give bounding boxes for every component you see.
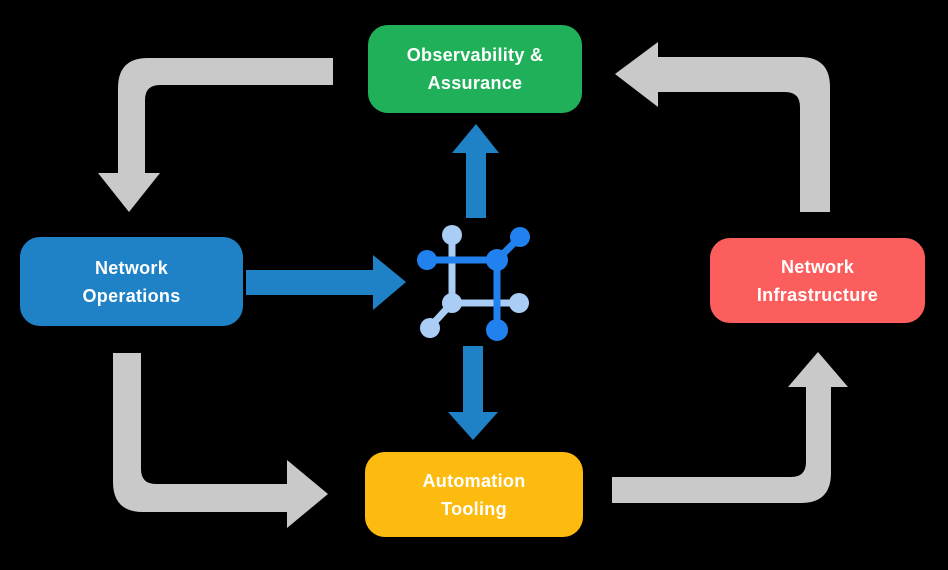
flow-arrows <box>246 124 499 440</box>
flow-arrow-hub-to-tooling <box>448 346 498 440</box>
node-label-line1: Network <box>780 256 855 277</box>
icon-dark-branches <box>417 227 530 341</box>
network-automation-icon <box>417 225 530 341</box>
icon-node-top <box>442 225 462 245</box>
flow-arrow-operations-to-hub <box>246 255 406 310</box>
cycle-arrow-tooling-to-infrastructure <box>612 352 848 503</box>
node-observability-assurance: Observability & Assurance <box>368 25 582 113</box>
icon-node-right <box>509 293 529 313</box>
icon-junction-bottom-left <box>442 293 462 313</box>
cycle-arrow-infrastructure-to-observability <box>615 42 830 212</box>
icon-node-bottom <box>486 319 508 341</box>
node-label-line1: Observability & <box>406 45 544 65</box>
node-automation-tooling: Automation Tooling <box>365 452 583 537</box>
node-label-line2: Operations <box>82 285 181 306</box>
node-network-operations: Network Operations <box>20 237 243 326</box>
icon-node-left <box>417 250 437 270</box>
cycle-arrow-observability-to-operations <box>98 58 333 212</box>
cycle-arrow-operations-to-tooling <box>113 353 328 528</box>
node-label-line2: Assurance <box>427 73 523 93</box>
icon-node-bottom-left <box>420 318 440 338</box>
node-network-infrastructure: Network Infrastructure <box>710 238 925 323</box>
cycle-arrows <box>98 42 848 528</box>
icon-junction-top-right <box>486 249 508 271</box>
node-label-line2: Infrastructure <box>756 284 879 305</box>
node-label-line1: Network <box>94 257 169 278</box>
icon-node-top-right <box>510 227 530 247</box>
flow-arrow-hub-to-observability <box>452 124 499 218</box>
node-label-line1: Automation <box>422 470 526 491</box>
node-label-line2: Tooling <box>441 498 507 519</box>
